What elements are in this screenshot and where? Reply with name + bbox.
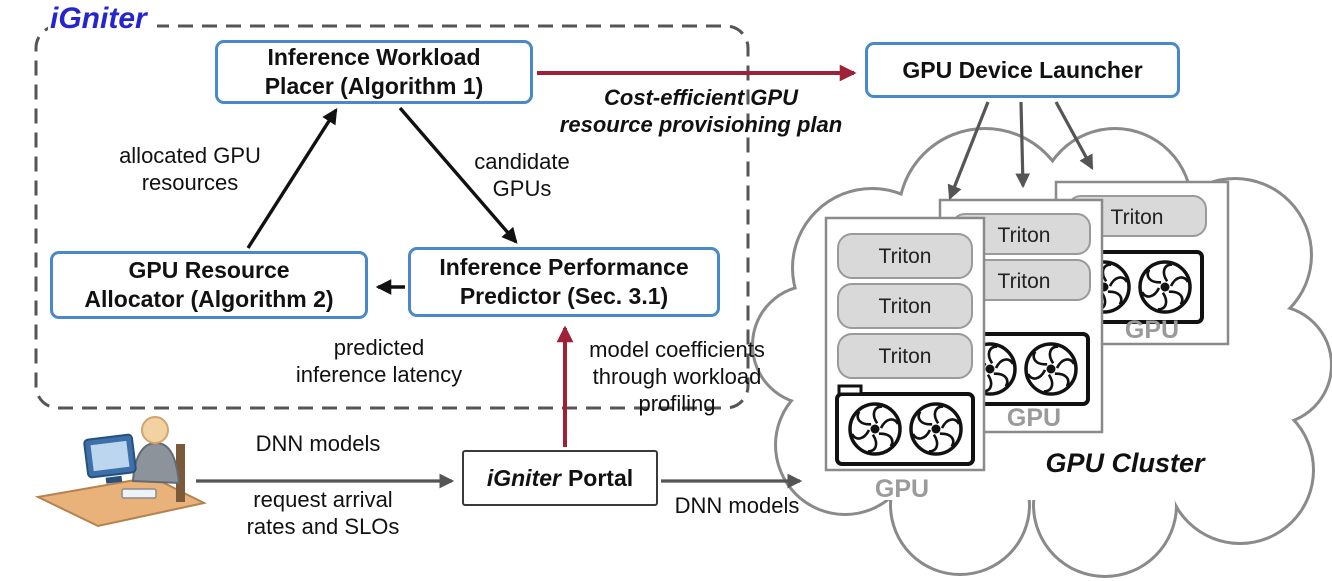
label-candidate-gpus: candidate GPUs: [474, 149, 570, 201]
system-title: iGniter: [48, 2, 157, 38]
label-request-rates: request arrival rates and SLOs: [246, 487, 400, 539]
triton-label: Triton: [879, 295, 932, 318]
portal-suffix: Portal: [567, 464, 634, 491]
triton-chip: [837, 283, 973, 329]
module-gpu-device-launcher: GPU Device Launcher: [865, 42, 1180, 98]
module-inference-performance-predictor: Inference Performance Predictor (Sec. 3.…: [408, 247, 720, 317]
triton-label: Triton: [879, 345, 932, 368]
arrow-allocator-to-placer: [246, 108, 338, 249]
module-label-line: Predictor (Sec. 3.1): [459, 283, 669, 309]
gpu-label: GPU: [875, 475, 929, 503]
module-label-line: GPU Resource: [128, 257, 290, 283]
gpu-label: GPU: [1125, 316, 1179, 344]
triton-label: Triton: [998, 270, 1051, 293]
triton-label: Triton: [1111, 206, 1164, 229]
triton-label: Triton: [879, 245, 932, 268]
arrow-launcher-to-gpu-1: [947, 101, 990, 201]
module-label-line: Inference Performance: [439, 254, 689, 280]
triton-chip: [837, 233, 973, 279]
label-dnn-models-in: DNN models: [255, 431, 381, 456]
module-inference-workload-placer: Inference Workload Placer (Algorithm 1): [215, 40, 533, 104]
igniter-boundary: [34, 24, 750, 410]
module-label-line: GPU Device Launcher: [902, 56, 1143, 83]
label-provisioning-plan: Cost-efficient GPU resource provisioning…: [559, 85, 843, 137]
module-igniter-portal: iGniter Portal: [462, 450, 658, 506]
label-allocated-resources: allocated GPU resources: [119, 143, 261, 195]
arrow-placer-to-predictor: [398, 106, 518, 244]
portal-name: iGniter: [486, 464, 561, 491]
module-label-line: Placer (Algorithm 1): [264, 73, 484, 99]
label-gpu-cluster: GPU Cluster: [1045, 448, 1205, 478]
label-dnn-models-out: DNN models: [674, 493, 800, 518]
arrow-launcher-to-gpu-2: [1015, 101, 1031, 189]
module-gpu-resource-allocator: GPU Resource Allocator (Algorithm 2): [50, 251, 368, 319]
triton-chip: [837, 333, 973, 379]
user-icon: [34, 416, 207, 528]
label-predicted-latency: predicted inference latency: [295, 335, 463, 387]
module-label-line: Inference Workload: [267, 44, 481, 70]
gpu-card-art: [837, 386, 973, 464]
module-label-line: Allocator (Algorithm 2): [84, 286, 334, 312]
gpu-server-front: Triton Triton Triton: [824, 216, 986, 472]
gpu-label: GPU: [1007, 404, 1061, 432]
label-model-coefficients: model coefficients through workload prof…: [589, 337, 765, 416]
triton-label: Triton: [998, 224, 1051, 247]
arrow-launcher-to-gpu-3: [1054, 101, 1094, 170]
